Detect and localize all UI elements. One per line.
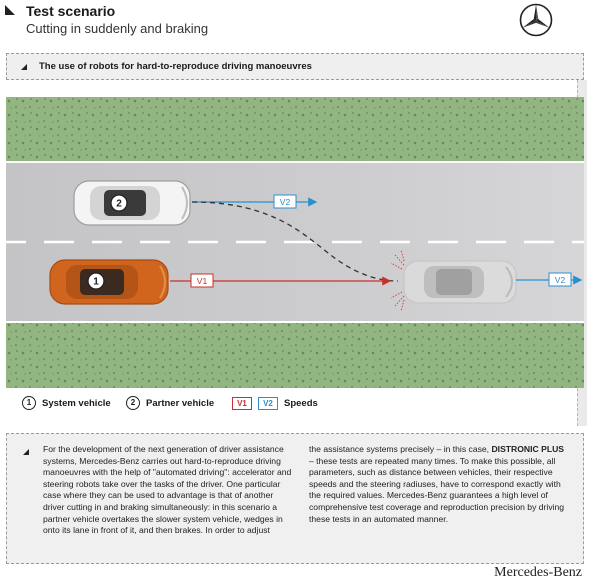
legend-v2-badge: V2 <box>258 397 278 410</box>
legend-vehicle1-label: System vehicle <box>42 398 111 409</box>
partner-vehicle-number: 2 <box>116 199 122 210</box>
legend-vehicle2-label: Partner vehicle <box>146 398 215 409</box>
section-banner: The use of robots for hard-to-reproduce … <box>6 53 584 80</box>
v1-label: V1 <box>197 276 208 286</box>
road-scene: 2 1 V2 V1 V2 <box>6 97 584 388</box>
header-triangle-icon <box>5 5 15 15</box>
legend-vehicle1-number: 1 <box>22 396 36 410</box>
distronic-plus-term: DISTRONIC PLUS <box>491 444 565 454</box>
partner-vehicle <box>73 180 191 226</box>
description-column-1: For the development of the next generati… <box>43 444 292 536</box>
legend-vehicle2-number: 2 <box>126 396 140 410</box>
page-subtitle: Cutting in suddenly and braking <box>26 21 209 36</box>
description-column-2: the assistance systems precisely – in th… <box>309 444 571 525</box>
page-title: Test scenario <box>26 3 116 19</box>
description-box: For the development of the next generati… <box>6 433 584 564</box>
mercedes-star-icon <box>519 3 553 37</box>
v2-label: V2 <box>280 197 291 207</box>
brake-lights-icon <box>390 249 405 312</box>
partner-vehicle-braking <box>403 260 517 304</box>
description-col2-end: – these tests are repeated many times. T… <box>309 455 565 524</box>
system-vehicle <box>49 259 169 305</box>
banner-triangle-icon <box>21 64 27 70</box>
legend: 1 System vehicle 2 Partner vehicle V1 V2… <box>22 394 442 414</box>
brand-logo-text: Mercedes-Benz <box>494 565 582 580</box>
legend-v1-badge: V1 <box>232 397 252 410</box>
description-col2-start: the assistance systems precisely – in th… <box>309 444 492 454</box>
cut-in-path <box>191 201 399 282</box>
legend-speeds-label: Speeds <box>284 398 318 409</box>
banner-title: The use of robots for hard-to-reproduce … <box>39 61 312 72</box>
description-triangle-icon <box>23 449 29 455</box>
v2-label-ahead: V2 <box>555 275 566 285</box>
system-vehicle-number: 1 <box>93 277 99 288</box>
